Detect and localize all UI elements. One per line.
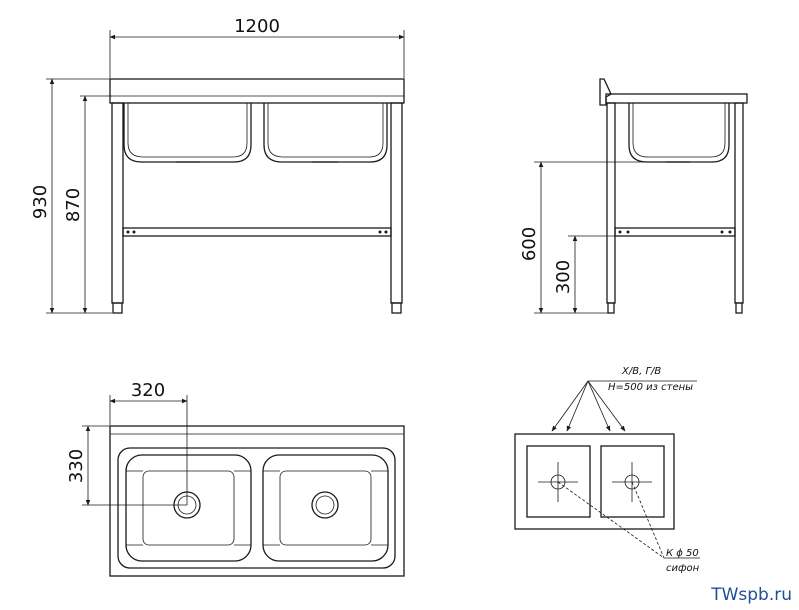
side-worktop: [605, 93, 748, 104]
dim-plan-330: 330: [66, 449, 87, 483]
scheme-bowl-right: [600, 445, 665, 518]
note-drain-1: К ϕ 50: [666, 548, 699, 559]
plan-bowl-right: [262, 454, 389, 562]
front-bowl-left: [123, 103, 252, 163]
front-view: 1200 930 870: [30, 16, 405, 314]
plan-sink-rim: [117, 447, 396, 569]
watermark: TWspb.ru: [710, 585, 792, 605]
dim-width-total: 1200: [234, 16, 280, 37]
dim-height-top: 870: [63, 188, 84, 222]
dim-side-600: 600: [519, 227, 540, 261]
side-leg-front: [734, 102, 744, 304]
front-bowl-right: [263, 103, 388, 163]
note-drain-2: сифон: [666, 563, 700, 574]
scheme-outline: [514, 433, 675, 530]
plan-outline: [109, 425, 405, 577]
plan-drain-right: [311, 491, 339, 519]
connection-scheme: Х/В, Г/В H=500 из стены К ϕ 50 сифон: [514, 366, 700, 574]
front-worktop: [109, 78, 405, 104]
side-bowl: [628, 103, 730, 163]
front-crossbar: [122, 227, 392, 237]
plan-bowl-left: [125, 454, 252, 562]
note-water-supply-1: Х/В, Г/В: [621, 366, 661, 377]
side-crossbar: [614, 227, 736, 237]
dim-plan-320: 320: [131, 380, 165, 401]
front-leg-right: [390, 102, 403, 304]
scheme-bowl-left: [526, 445, 591, 518]
plan-view: 320 330: [66, 380, 405, 577]
note-water-supply-2: H=500 из стены: [608, 382, 693, 393]
side-leg-back: [606, 102, 616, 304]
side-view: 600 300: [519, 78, 748, 314]
dim-height-total: 930: [30, 185, 51, 219]
dim-side-300: 300: [553, 260, 574, 294]
front-leg-left: [111, 102, 124, 304]
